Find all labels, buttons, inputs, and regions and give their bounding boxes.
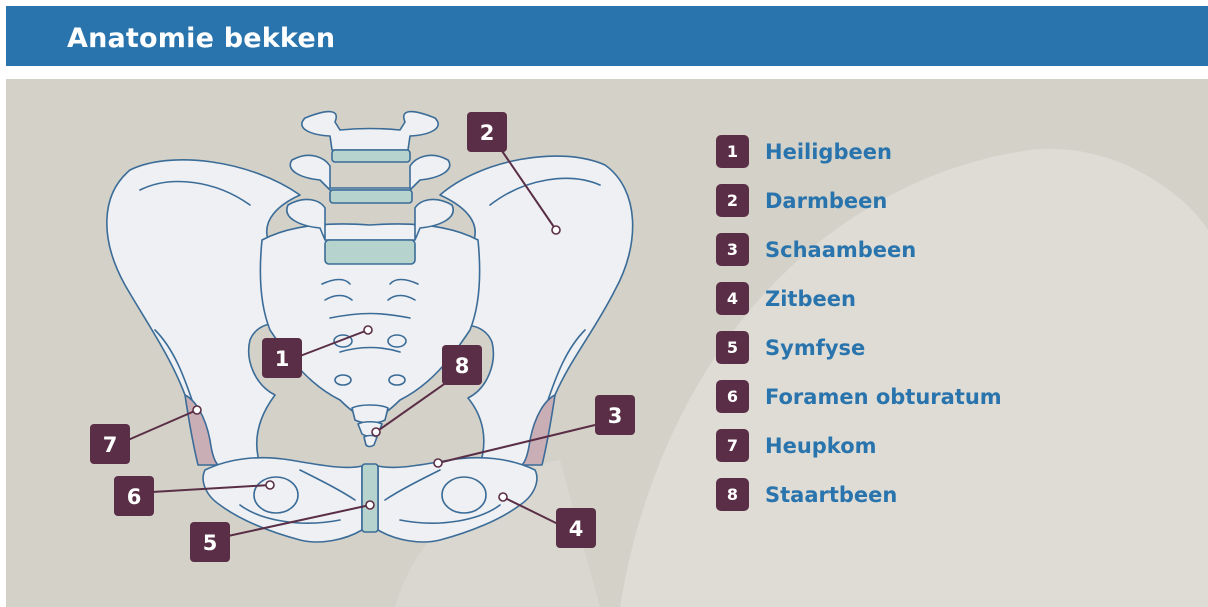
legend: 1 Heiligbeen 2 Darmbeen 3 Schaambeen 4 Zitbe… (716, 127, 1002, 519)
right-obturator-foramen (442, 477, 486, 513)
dot-8 (372, 428, 380, 436)
legend-item: 3 Schaambeen (716, 225, 1002, 274)
callout-6: 6 (114, 476, 154, 516)
callout-4-label: 4 (569, 517, 584, 541)
legend-label: Darmbeen (765, 189, 887, 213)
legend-badge: 7 (716, 429, 749, 462)
callout-4: 4 (556, 508, 596, 548)
legend-item: 1 Heiligbeen (716, 127, 1002, 176)
legend-badge: 1 (716, 135, 749, 168)
dot-5 (366, 501, 374, 509)
dot-1 (364, 326, 372, 334)
legend-badge: 2 (716, 184, 749, 217)
legend-item: 6 Foramen obturatum (716, 372, 1002, 421)
callout-2-label: 2 (480, 121, 495, 145)
callout-7-label: 7 (103, 433, 118, 457)
callout-5-label: 5 (203, 531, 218, 555)
legend-badge: 6 (716, 380, 749, 413)
callout-3-label: 3 (608, 404, 623, 428)
legend-item: 5 Symfyse (716, 323, 1002, 372)
dot-7 (193, 406, 201, 414)
legend-label: Heiligbeen (765, 140, 892, 164)
page-title: Anatomie bekken (67, 23, 335, 54)
callout-1: 1 (262, 338, 302, 378)
header-bar: Anatomie bekken (6, 6, 1208, 66)
left-obturator-foramen (254, 477, 298, 513)
legend-badge: 8 (716, 478, 749, 511)
disc-3 (325, 240, 415, 264)
legend-label: Symfyse (765, 336, 865, 360)
legend-label: Heupkom (765, 434, 877, 458)
legend-item: 2 Darmbeen (716, 176, 1002, 225)
diagram-panel: 1 2 3 4 5 6 7 8 (6, 79, 1208, 607)
dot-6 (266, 481, 274, 489)
callout-3: 3 (595, 395, 635, 435)
legend-label: Schaambeen (765, 238, 916, 262)
pubic-symphysis (362, 464, 378, 532)
callout-8-label: 8 (455, 354, 470, 378)
legend-label: Zitbeen (765, 287, 856, 311)
dot-4 (499, 493, 507, 501)
callout-5: 5 (190, 522, 230, 562)
legend-item: 8 Staartbeen (716, 470, 1002, 519)
legend-label: Foramen obturatum (765, 385, 1002, 409)
legend-label: Staartbeen (765, 483, 897, 507)
leader-7 (128, 410, 197, 440)
disc-1 (332, 150, 410, 162)
legend-badge: 5 (716, 331, 749, 364)
legend-badge: 3 (716, 233, 749, 266)
legend-item: 4 Zitbeen (716, 274, 1002, 323)
dot-3 (434, 459, 442, 467)
vertebra-top (302, 112, 438, 150)
coccyx (352, 405, 388, 423)
legend-item: 7 Heupkom (716, 421, 1002, 470)
disc-2 (330, 190, 412, 203)
callout-2: 2 (467, 112, 507, 152)
callout-7: 7 (90, 424, 130, 464)
legend-badge: 4 (716, 282, 749, 315)
callout-6-label: 6 (127, 485, 142, 509)
callout-8: 8 (442, 345, 482, 385)
pelvis-diagram: 1 2 3 4 5 6 7 8 (6, 79, 1208, 607)
dot-2 (552, 226, 560, 234)
callout-1-label: 1 (275, 347, 290, 371)
